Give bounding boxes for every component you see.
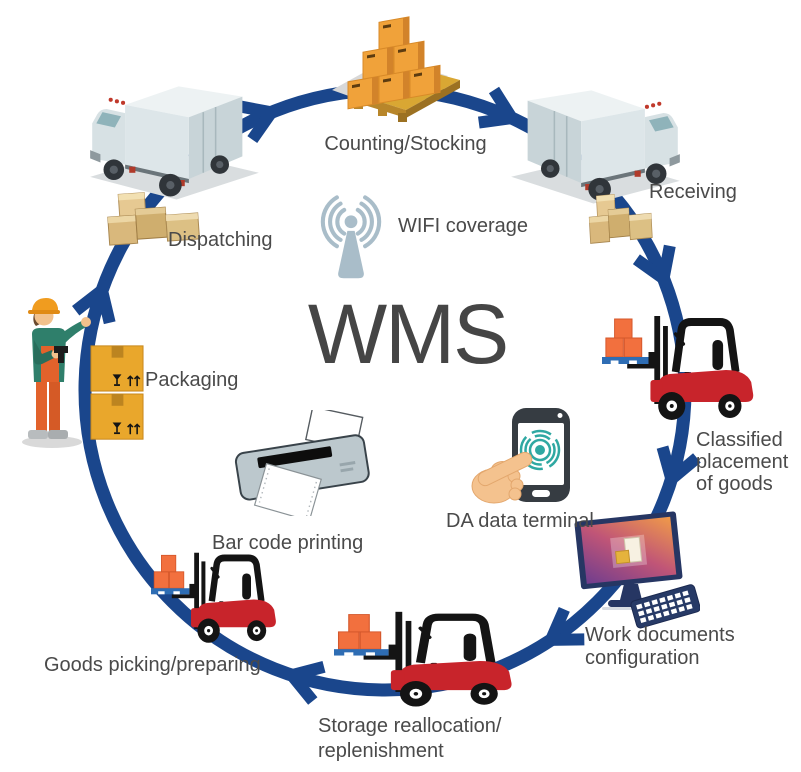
packaging-boxes-icon: [90, 345, 144, 440]
printer-icon: [234, 410, 370, 516]
data-terminal-icon: [471, 408, 570, 504]
wifi-icon: [320, 195, 382, 279]
arrowhead-workdocs-to-storage: [541, 607, 585, 647]
data-terminal-label: DA data terminal: [446, 510, 594, 532]
arrowhead-dispatching-to-counting: [237, 100, 282, 144]
wifi-coverage-label: WIFI coverage: [398, 215, 529, 237]
keyboard-icon: [630, 584, 700, 629]
arrowhead-classified-to-workdocs: [656, 445, 701, 490]
hard-hat-icon: [30, 298, 58, 312]
workstation-icon: [574, 511, 700, 629]
stage-label-receiving: Receiving: [649, 181, 737, 203]
monitor-icon: [574, 511, 683, 590]
dispatching-truck-icon: [85, 82, 265, 206]
arrowhead-storage-to-picking: [281, 660, 326, 705]
classified-placement-forklift-icon: [602, 314, 757, 426]
packaging-worker-icon: [22, 298, 91, 448]
stage-label-packaging: Packaging: [145, 369, 239, 391]
stage-label-storage-reallocation: Storage reallocation/ replenishment: [318, 715, 502, 762]
arrowhead-picking-to-dispatching: [72, 279, 116, 325]
touch-ripple-icon: [519, 429, 561, 471]
barcode-printing-label: Bar code printing: [212, 532, 364, 554]
arrowhead-counting-to-receiving: [477, 86, 522, 129]
stage-label-classified-placement: Classified placement of goods: [696, 429, 789, 495]
wms-title: WMS: [307, 287, 509, 381]
fragile-glass-icon: [112, 374, 122, 386]
barcode-scanner-icon: [54, 346, 68, 353]
this-side-up-icon: [127, 375, 141, 387]
stage-label-work-documents: Work documents configuration: [585, 624, 735, 669]
storage-reallocation-forklift-icon: [334, 610, 516, 712]
stage-label-goods-picking: Goods picking/preparing: [44, 654, 261, 676]
stage-label-dispatching: Dispatching: [168, 229, 273, 251]
hand-icon: [471, 451, 533, 504]
receiving-parcels-icon: [588, 192, 654, 246]
arrowhead-receiving-to-classified: [632, 244, 676, 289]
stage-label-counting: Counting/Stocking: [324, 133, 487, 155]
goods-picking-forklift-icon: [151, 551, 279, 648]
pallet-boxes-icon: [332, 16, 460, 122]
